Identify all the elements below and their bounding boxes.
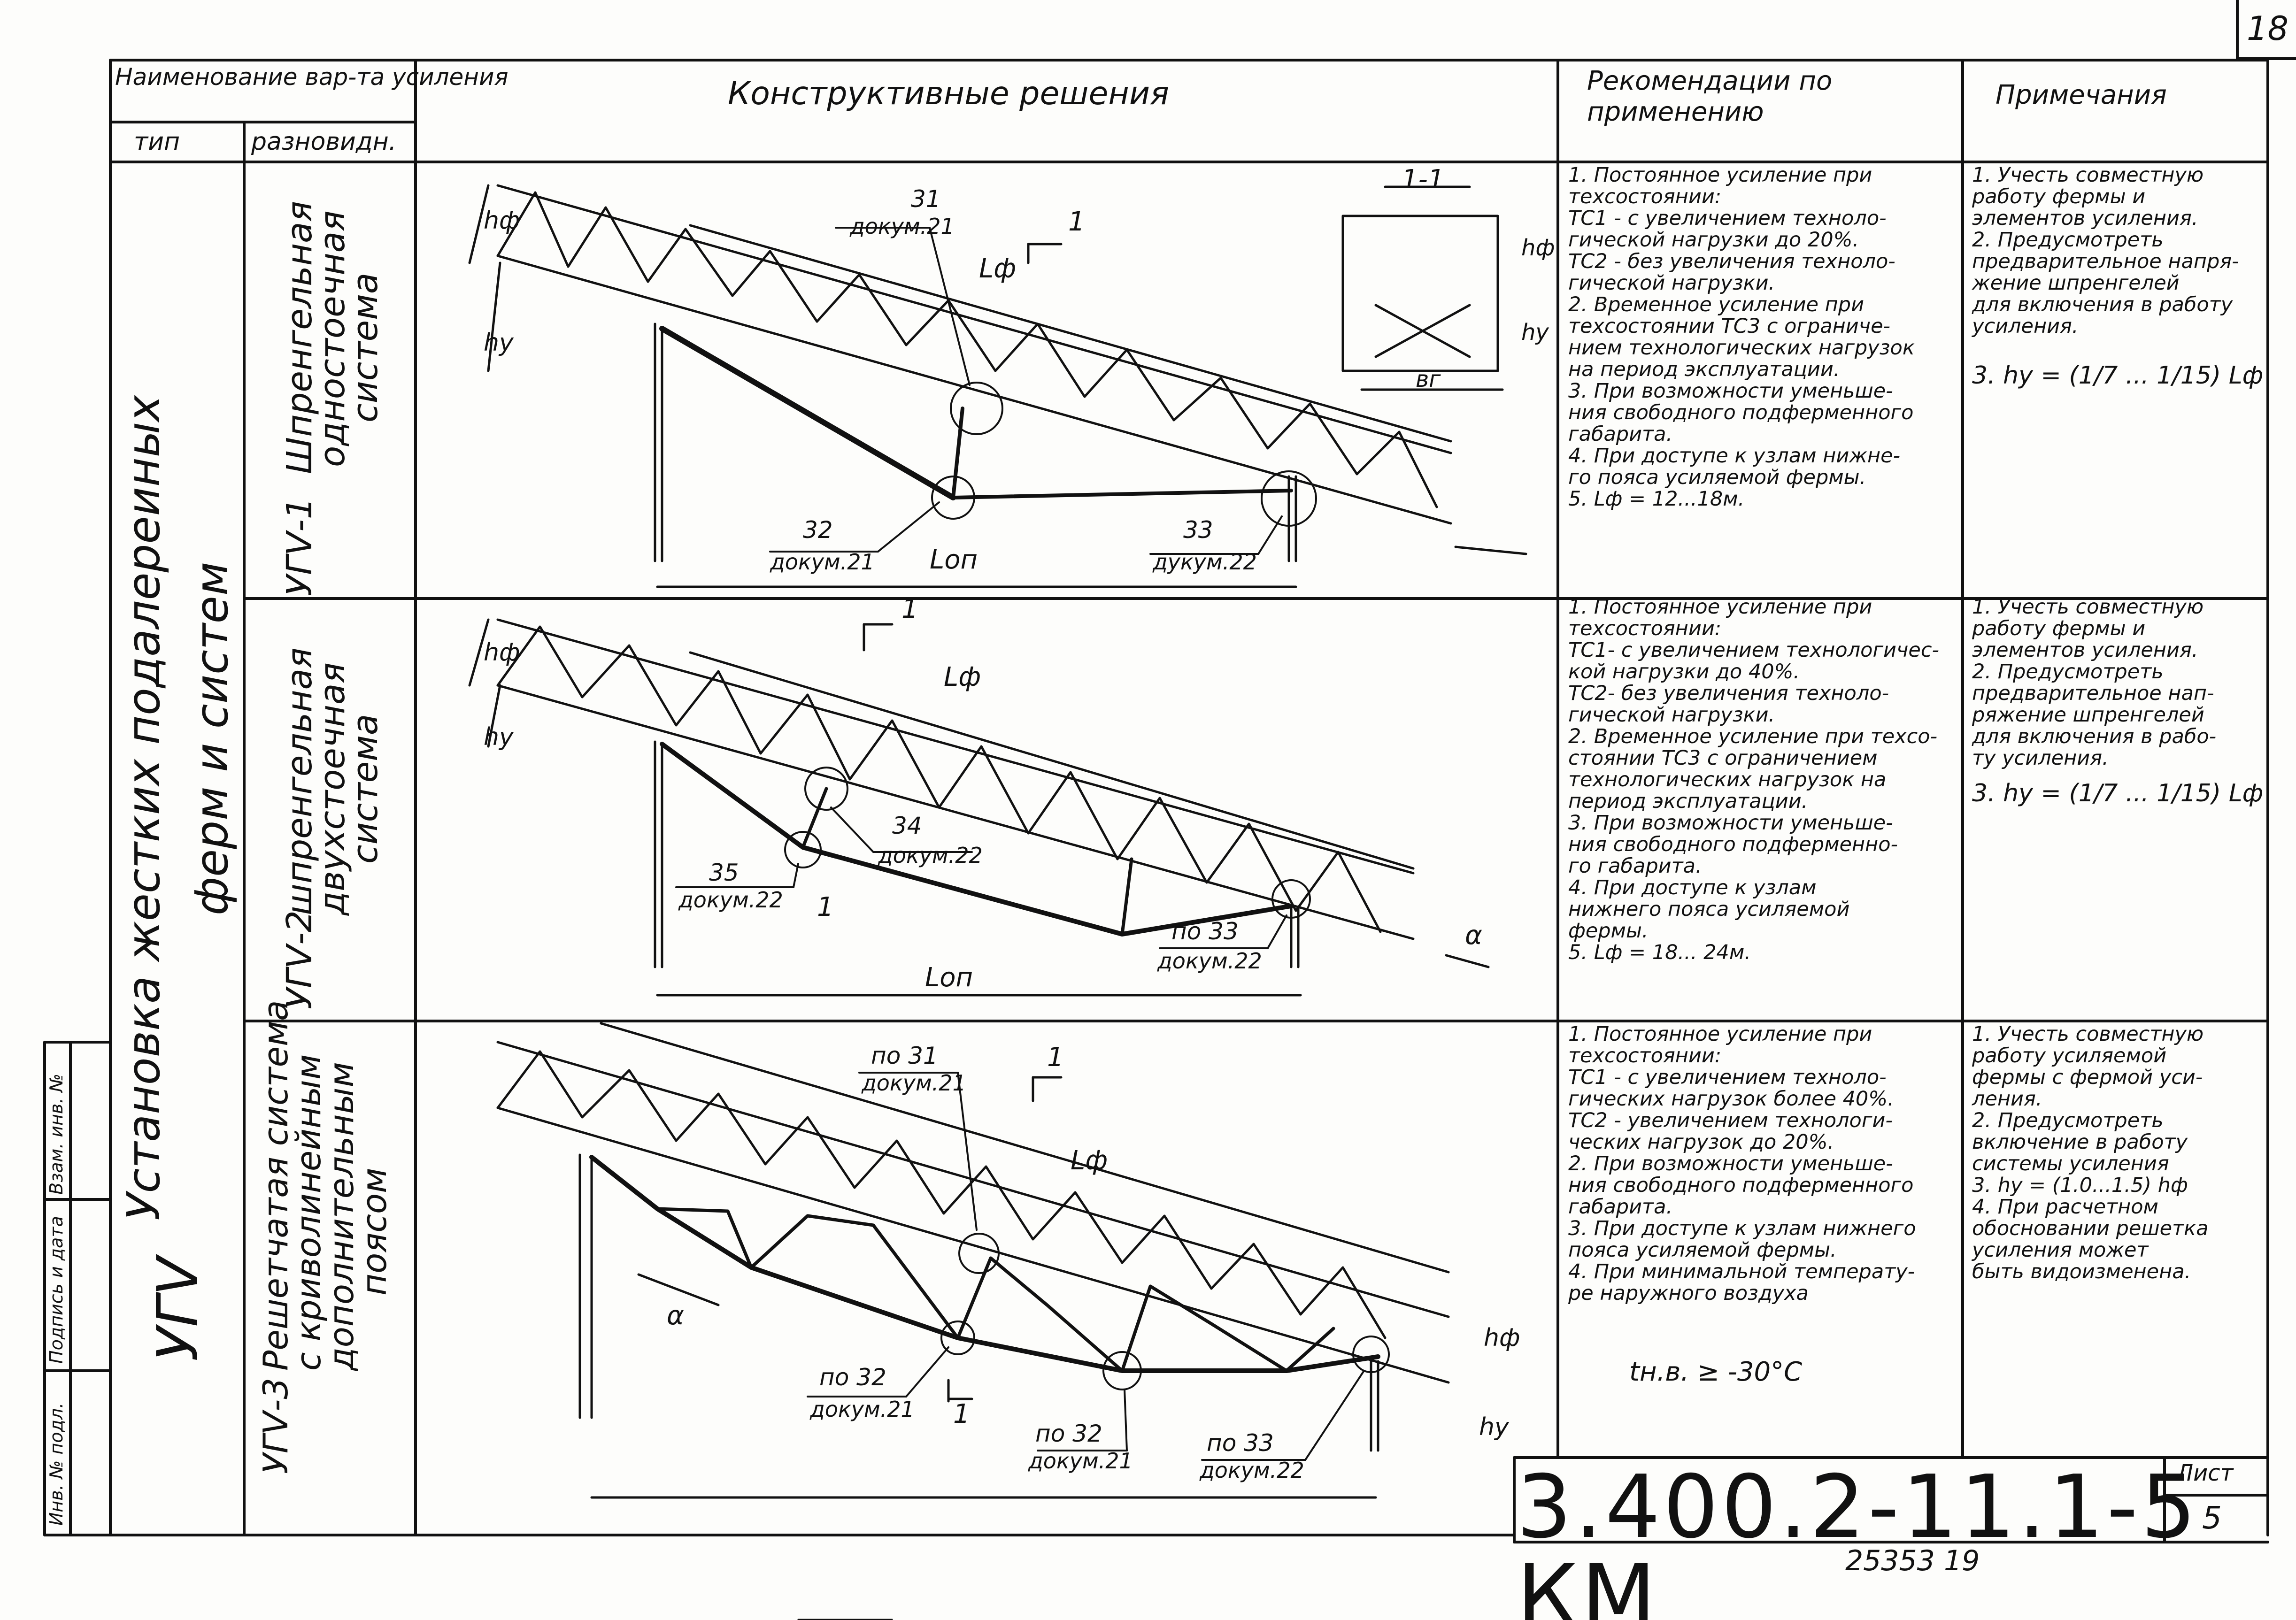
row3-ref-b-doc: докум.21	[810, 1397, 915, 1422]
row1-notes: 1. Учесть совместную работу фермы и элем…	[1972, 163, 2239, 338]
row1-code: УГⅤ-1	[279, 497, 320, 596]
row3-ref-d-doc: докум.22	[1200, 1458, 1304, 1483]
page-number: 18	[2247, 9, 2289, 48]
row1-section-title: 1-1	[1402, 164, 1445, 195]
truss-2	[468, 618, 1490, 997]
row1-section-mark: 1	[1068, 207, 1085, 237]
leader-lines	[675, 227, 1365, 1461]
row3-name-4: поясом	[354, 1167, 394, 1296]
header-subtype: разновидн.	[251, 128, 397, 156]
row1-ref-b-num: 32	[803, 516, 833, 544]
title-block-sheet-label: Лист	[2176, 1460, 2234, 1486]
row2-dim-hf: hф	[484, 638, 520, 667]
row2-ref-c-doc: докум.22	[1157, 948, 1262, 974]
header-notes: Примечания	[1996, 80, 2167, 110]
row3-recommend-formula: tн.в. ≥ -30°C	[1629, 1357, 1803, 1387]
row3-ref-d-num: по 33	[1207, 1429, 1274, 1457]
row1-recommend: 1. Постоянное усиление при техсостоянии:…	[1568, 163, 1915, 511]
stamp-signature: Подпись и дата	[46, 1216, 67, 1364]
row1-dim-lop: Lоп	[930, 545, 978, 575]
truss-1	[468, 184, 1527, 588]
row3-ref-c-doc: докум.21	[1028, 1448, 1133, 1474]
row3-alpha: α	[667, 1300, 684, 1331]
row1-ref-b-doc: докум.21	[770, 549, 875, 575]
header-recommend: Рекомендации по применению	[1587, 66, 1833, 127]
row2-notes: 1. Учесть совместную работу фермы и элем…	[1972, 595, 2217, 770]
row2-recommend: 1. Постоянное усиление при техсостоянии:…	[1568, 595, 1940, 964]
row1-section-hy: hу	[1521, 319, 1549, 345]
row1-dim-hy: hу	[484, 329, 514, 357]
row3-section-mark-bottom: 1	[953, 1399, 970, 1429]
row2-section-mark-bottom: 1	[817, 892, 834, 922]
row3-notes: 1. Учесть совместную работу усиляемой фе…	[1972, 1022, 2209, 1283]
row1-bg: вг	[1416, 366, 1441, 392]
row2-ref-a-doc: докум.22	[878, 843, 983, 868]
main-group-title-2: ферм и систем	[185, 561, 238, 915]
row3-ref-c-num: по 32	[1035, 1420, 1102, 1447]
stamp-replace: Взам. инв. №	[46, 1073, 67, 1195]
title-block-sheet-number: 5	[2202, 1500, 2222, 1536]
row3-ref-a-num: по 31	[871, 1042, 938, 1069]
row3-recommend: 1. Постоянное усиление при техсостоянии:…	[1568, 1022, 1916, 1305]
row3-dim-hy: hу	[1479, 1413, 1509, 1441]
row2-dim-lop: Lоп	[925, 962, 973, 993]
row3-ref-a-doc: докум.21	[862, 1070, 966, 1096]
row2-ref-b-doc: докум.22	[678, 887, 783, 913]
row1-ref-c-doc: дукум.22	[1153, 549, 1257, 575]
row2-dim-lf: Lф	[944, 662, 981, 692]
row1-dim-hf: hф	[484, 207, 520, 235]
row3-dim-lf: Lф	[1071, 1145, 1108, 1176]
row2-ref-a-num: 34	[892, 812, 922, 839]
main-group-title-1: Установка жестких подалереиных	[117, 395, 170, 1221]
row2-section-mark-top: 1	[901, 594, 918, 624]
row1-ref-c-num: 33	[1183, 516, 1213, 544]
row1-name-3: система	[345, 272, 385, 422]
row2-alpha: α	[1465, 920, 1482, 951]
row2-note-formula: 3. hy = (1/7 ... 1/15) Lф	[1972, 779, 2264, 807]
footer-number: 25353 19	[1845, 1544, 1980, 1577]
title-block-code: 3.400.2-11.1-5 КМ	[1517, 1456, 2199, 1620]
truss-3	[496, 1022, 1450, 1499]
header-variant: Наименование вар-та усиления	[115, 63, 509, 91]
row1-ref-a-doc: докум.21	[850, 214, 955, 239]
row1-note-formula: 3. hy = (1/7 ... 1/15) Lф	[1972, 361, 2264, 390]
main-group-code: УГⅤ	[146, 1257, 211, 1361]
stamp-inv: Инв. № подл.	[46, 1402, 67, 1526]
row2-ref-b-num: 35	[709, 859, 739, 886]
row3-section-mark-top: 1	[1047, 1042, 1064, 1073]
header-type: тип	[134, 128, 180, 156]
row1-ref-a-num: 31	[911, 185, 941, 213]
row1-dim-lf: Lф	[979, 253, 1017, 284]
row2-dim-hy: hу	[484, 723, 514, 751]
row3-code: УГⅤ-3	[256, 1377, 295, 1474]
row3-ref-b-num: по 32	[819, 1364, 886, 1391]
row1-section-hf: hф	[1521, 235, 1555, 261]
row2-code: УГⅤ-2	[279, 910, 320, 1009]
row3-dim-hf: hф	[1484, 1324, 1520, 1352]
table-grid	[43, 0, 2296, 1543]
header-design: Конструктивные решения	[728, 75, 1169, 112]
row2-name-3: система	[345, 714, 385, 864]
row2-ref-c-num: по 33	[1171, 918, 1239, 945]
